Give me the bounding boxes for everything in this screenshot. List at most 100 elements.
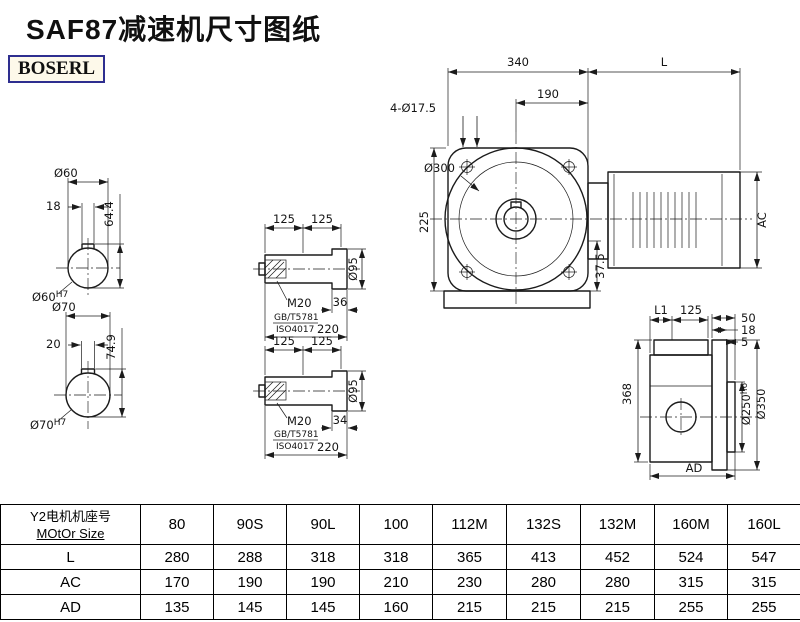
cell: 145 bbox=[286, 594, 360, 620]
cell: 210 bbox=[359, 569, 433, 595]
dim-spigot-dia: Ø250h6 bbox=[735, 381, 753, 453]
cell: 413 bbox=[506, 544, 581, 570]
col-header: 90L bbox=[286, 504, 360, 545]
shaft-end-view-70: 20 Ø70 74.9 Ø70H7 bbox=[30, 300, 126, 432]
dim-foot-height: 37.5 bbox=[588, 240, 607, 292]
col-header: 100 bbox=[359, 504, 433, 545]
cell: 280 bbox=[140, 544, 214, 570]
dim-50: 50 bbox=[711, 311, 756, 380]
view-outline bbox=[253, 248, 360, 290]
row-label: L bbox=[0, 544, 141, 570]
header-en: MOtOr Size bbox=[36, 525, 105, 541]
dim-label: L1 bbox=[654, 303, 668, 317]
dim-key-height: 64.4 bbox=[90, 194, 124, 289]
gearbox-side-view: L1 125 50 18 5 368 bbox=[620, 303, 768, 480]
cell: 524 bbox=[654, 544, 728, 570]
dim-label: 125 bbox=[311, 334, 333, 348]
cell: 255 bbox=[727, 594, 800, 620]
cell: 230 bbox=[432, 569, 507, 595]
view-outline bbox=[253, 370, 360, 412]
dim-label: Ø70 bbox=[52, 300, 76, 314]
dim-label: 36 bbox=[333, 295, 348, 309]
dim-label: 125 bbox=[680, 303, 702, 317]
dim-label: Ø60 bbox=[54, 166, 78, 180]
view-outline bbox=[430, 132, 752, 309]
standard-label: ISO4017 bbox=[276, 325, 314, 335]
dim-end-length: 36 bbox=[321, 290, 358, 313]
cell: 170 bbox=[140, 569, 214, 595]
table-row-AC: AC 170 190 190 210 230 280 280 315 315 bbox=[0, 569, 800, 595]
dim-height-368: 368 bbox=[620, 339, 652, 463]
cell: 280 bbox=[506, 569, 581, 595]
bore-label: Ø70H7 bbox=[30, 418, 66, 432]
cell: 215 bbox=[506, 594, 581, 620]
cell: 215 bbox=[432, 594, 507, 620]
view-outline bbox=[640, 339, 758, 471]
table-row-AD: AD 135 145 145 160 215 215 215 255 255 bbox=[0, 594, 800, 620]
view-outline bbox=[54, 361, 122, 429]
thread-callout: M20 GB/T5781 ISO4017 bbox=[273, 402, 319, 452]
dim-label: 225 bbox=[417, 211, 431, 233]
bore-label: Ø60H7 bbox=[32, 290, 68, 304]
dia-label: Ø300 bbox=[424, 161, 455, 175]
cell: 452 bbox=[580, 544, 655, 570]
dim-flange-dia: Ø95 bbox=[346, 248, 366, 290]
header-cn: Y2电机机座号 bbox=[30, 508, 111, 524]
dim-label: 50 bbox=[741, 311, 756, 325]
dim-offset-190: 190 bbox=[515, 87, 588, 132]
dim-label: 220 bbox=[317, 322, 339, 336]
dim-end-length: 34 bbox=[321, 412, 358, 431]
dim-shaft-dia: Ø60 bbox=[54, 166, 109, 266]
col-header: 160M bbox=[654, 504, 728, 545]
col-header: 80 bbox=[140, 504, 214, 545]
technical-drawing: 18 Ø60 64.4 Ø60H7 bbox=[30, 55, 769, 480]
dim-label: 74.9 bbox=[104, 334, 118, 360]
cell: 160 bbox=[359, 594, 433, 620]
standard-label: ISO4017 bbox=[276, 442, 314, 452]
dim-flange-dia: Ø95 bbox=[346, 370, 366, 412]
shaft-detail-bottom: 125 125 M20 GB/T5781 ISO4017 34 220 bbox=[253, 334, 366, 459]
dim-ad: AD bbox=[649, 452, 736, 480]
dim-label: 20 bbox=[46, 337, 61, 351]
view-outline bbox=[56, 238, 120, 298]
cell: 135 bbox=[140, 594, 214, 620]
cell: 255 bbox=[654, 594, 728, 620]
dim-label: Ø250h6 bbox=[739, 383, 753, 426]
flange-dia-callout: Ø300 bbox=[424, 161, 480, 192]
dim-label: 64.4 bbox=[102, 201, 116, 227]
cell: 280 bbox=[580, 569, 655, 595]
dim-flange-od: Ø350 bbox=[727, 339, 768, 471]
thread-callout: M20 GB/T5781 ISO4017 bbox=[273, 280, 319, 335]
cell: 190 bbox=[213, 569, 287, 595]
table-header-row: Y2电机机座号 MOtOr Size 80 90S 90L 100 112M 1… bbox=[0, 504, 800, 545]
dim-label: 125 bbox=[273, 334, 295, 348]
col-header: 132S bbox=[506, 504, 581, 545]
dim-label: 368 bbox=[620, 383, 634, 405]
dim-key-height: 74.9 bbox=[90, 328, 126, 418]
dim-overall-width: 340 bbox=[447, 55, 589, 181]
col-header: 132M bbox=[580, 504, 655, 545]
dim-125: 125 bbox=[672, 303, 709, 338]
cell: 288 bbox=[213, 544, 287, 570]
brand-logo: BOSERL bbox=[8, 55, 106, 83]
thread-label: M20 bbox=[287, 296, 312, 310]
dim-label: 220 bbox=[317, 440, 339, 454]
standard-label: GB/T5781 bbox=[274, 430, 319, 440]
cell: 318 bbox=[286, 544, 360, 570]
cell: 315 bbox=[654, 569, 728, 595]
dim-total-length: 220 bbox=[264, 406, 348, 459]
cell: 215 bbox=[580, 594, 655, 620]
dim-label: 125 bbox=[311, 212, 333, 226]
dim-motor-ac: AC bbox=[740, 171, 769, 269]
motor-dimension-table: Y2电机机座号 MOtOr Size 80 90S 90L 100 112M 1… bbox=[0, 504, 800, 620]
holes-label: 4-Ø17.5 bbox=[390, 101, 436, 115]
row-label: AD bbox=[0, 594, 141, 620]
dim-label: 190 bbox=[537, 87, 559, 101]
cell: 547 bbox=[727, 544, 800, 570]
col-header: 90S bbox=[213, 504, 287, 545]
row-label: AC bbox=[0, 569, 141, 595]
dim-125-pair: 125 125 bbox=[264, 334, 342, 375]
page-title: SAF87减速机尺寸图纸 bbox=[26, 14, 322, 45]
cell: 190 bbox=[286, 569, 360, 595]
cell: 145 bbox=[213, 594, 287, 620]
